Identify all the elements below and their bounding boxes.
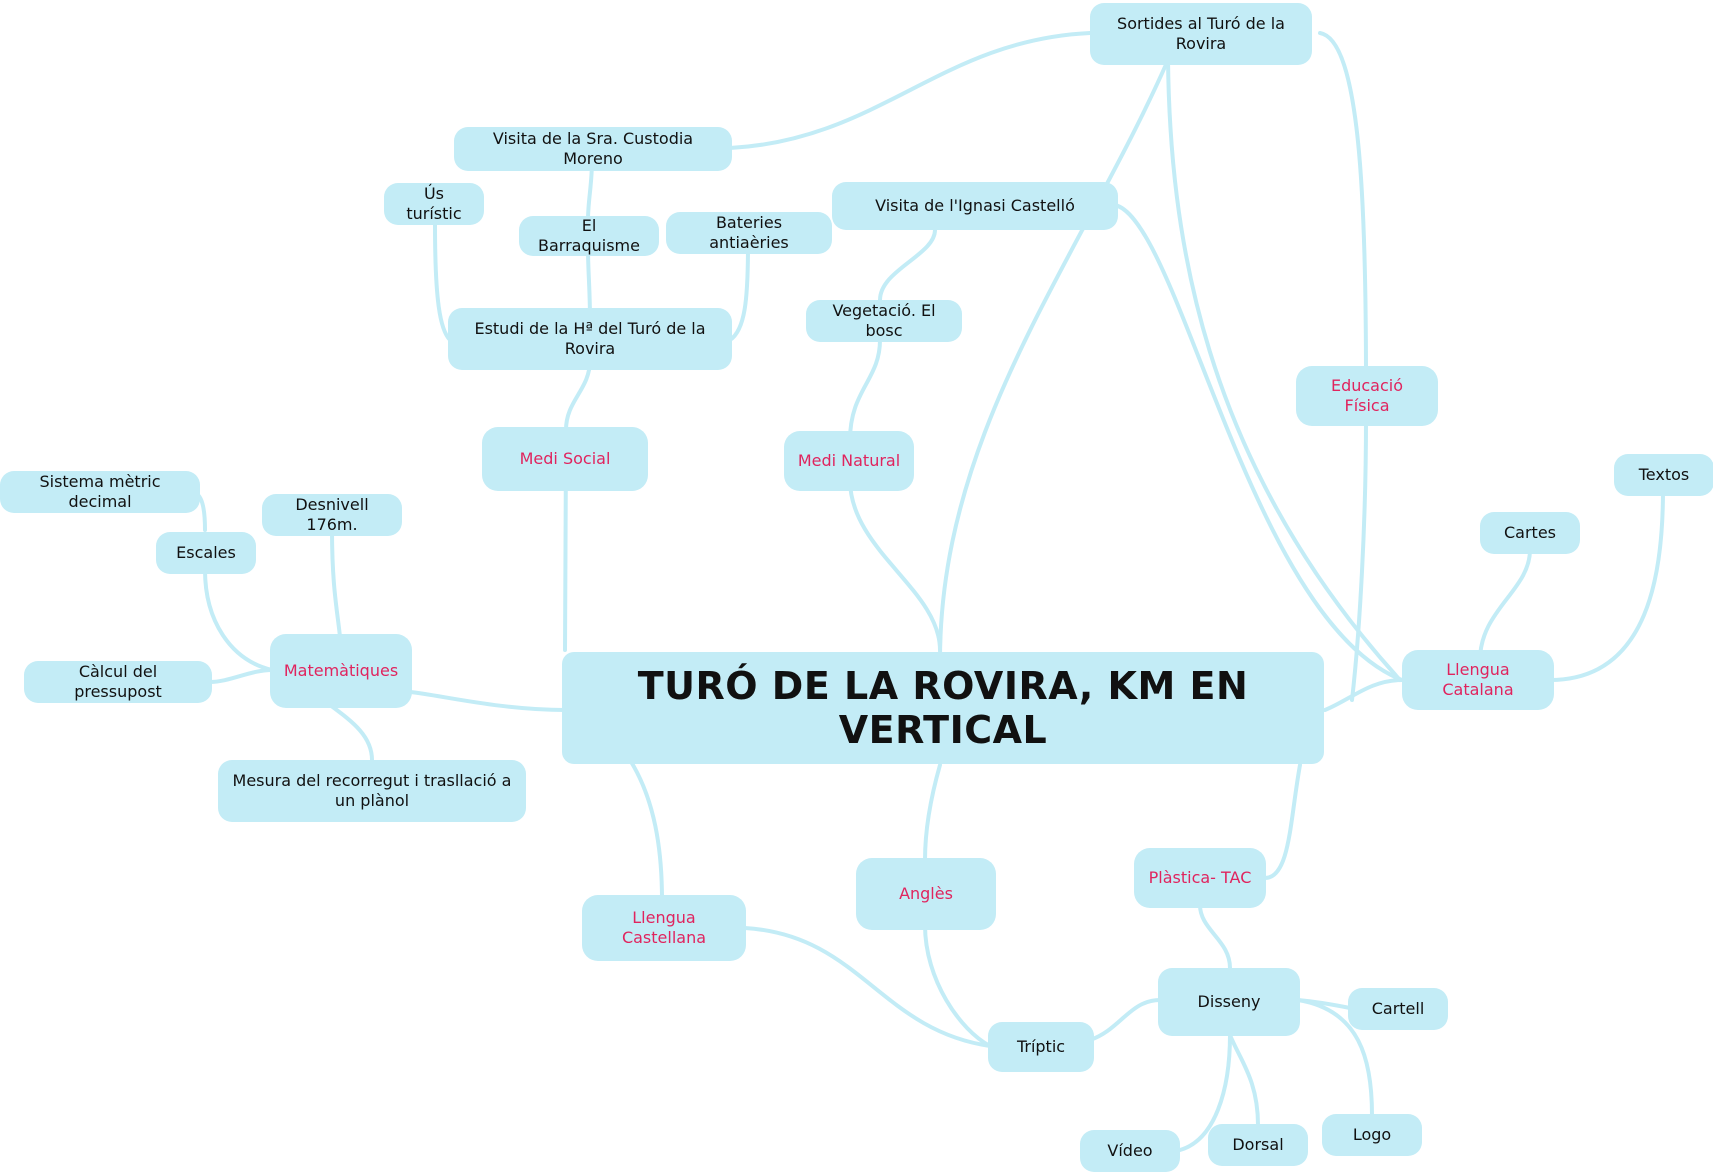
link-matematiques-pressupost: [208, 668, 274, 684]
link-angles-triptic: [923, 923, 992, 1048]
link-central-angles: [923, 763, 942, 862]
topic-label: Visita de l'Ignasi Castelló: [875, 196, 1075, 215]
subject-matematiques[interactable]: Matemàtiques: [270, 634, 412, 708]
topic-label: Desnivell 176m.: [295, 495, 369, 534]
topic-label: Textos: [1638, 465, 1690, 484]
link-plastica-disseny: [1198, 903, 1232, 970]
link-catalana-textos: [1548, 488, 1665, 682]
topic-label: Disseny: [1197, 992, 1261, 1011]
link-estudi-us-turistic: [433, 223, 452, 342]
link-medi-natural-vegetacio: [848, 338, 882, 442]
topic-label: Escales: [176, 543, 236, 562]
subject-educacio-fisica[interactable]: Educació Física: [1296, 366, 1438, 426]
topic-label: Cartes: [1503, 523, 1556, 542]
link-estudi-bateries: [728, 243, 750, 342]
link-medi-social-estudi: [564, 358, 592, 432]
link-disseny-video: [1178, 1033, 1232, 1152]
topic-label: Sortides al Turó de la Rovira: [1117, 14, 1285, 53]
link-central-plastica: [1263, 763, 1302, 880]
topic-cartell[interactable]: Cartell: [1348, 988, 1448, 1030]
topic-visita-custodia[interactable]: Visita de la Sra. Custodia Moreno: [454, 127, 732, 171]
link-edfisica-catalana: [1350, 418, 1368, 702]
topic-desnivell[interactable]: Desnivell 176m.: [262, 494, 402, 536]
subject-label: Plàstica- TAC: [1148, 868, 1252, 887]
topic-sortides[interactable]: Sortides al Turó de la Rovira: [1090, 3, 1312, 65]
subject-llengua-castellana[interactable]: Llengua Castellana: [582, 895, 746, 961]
link-matematiques-escales: [203, 568, 274, 672]
topic-sistema-metric[interactable]: Sistema mètric decimal: [0, 471, 200, 513]
subject-label: Anglès: [899, 884, 953, 903]
subject-label: Medi Natural: [797, 451, 901, 470]
link-castellana-triptic: [743, 926, 992, 1048]
topic-label: Bateries antiaèries: [709, 213, 789, 252]
subject-medi-social[interactable]: Medi Social: [482, 427, 648, 491]
subject-label: Llengua Catalana: [1442, 660, 1514, 699]
topic-triptic[interactable]: Tríptic: [988, 1022, 1094, 1072]
topic-disseny[interactable]: Disseny: [1158, 968, 1300, 1036]
link-disseny-dorsal: [1228, 1033, 1260, 1127]
topic-cartes[interactable]: Cartes: [1480, 512, 1580, 554]
topic-bateries[interactable]: Bateries antiaèries: [666, 212, 832, 254]
subject-label: Medi Social: [519, 449, 611, 468]
link-central-medi-natural: [848, 478, 942, 652]
subject-label: Llengua Castellana: [621, 908, 707, 947]
topic-label: Vegetació. El bosc: [832, 301, 936, 340]
topic-dorsal[interactable]: Dorsal: [1208, 1124, 1308, 1166]
subject-llengua-catalana[interactable]: Llengua Catalana: [1402, 650, 1554, 710]
topic-label: Mesura del recorregut i trasllació a un …: [232, 771, 512, 810]
subject-medi-natural[interactable]: Medi Natural: [784, 431, 914, 491]
topic-us-turistic[interactable]: Ús turístic: [384, 183, 484, 225]
subject-angles[interactable]: Anglès: [856, 858, 996, 930]
topic-label: Dorsal: [1232, 1135, 1284, 1154]
subject-label: Educació Física: [1330, 376, 1404, 415]
link-central-sortides: [938, 58, 1170, 662]
topic-textos[interactable]: Textos: [1614, 454, 1713, 496]
topic-barraquisme[interactable]: El Barraquisme: [519, 216, 659, 256]
link-vegetacio-ignasi: [878, 228, 937, 302]
topic-logo[interactable]: Logo: [1322, 1114, 1422, 1156]
topic-label: Estudi de la Hª del Turó de la Rovira: [474, 319, 706, 358]
topic-label: El Barraquisme: [538, 216, 640, 255]
topic-pressupost[interactable]: Càlcul del pressupost: [24, 661, 212, 703]
link-sortides-catalana: [1166, 58, 1402, 682]
topic-escales[interactable]: Escales: [156, 532, 256, 574]
topic-label: Ús turístic: [406, 184, 462, 223]
link-disseny-logo: [1296, 998, 1374, 1117]
topic-estudi-historia[interactable]: Estudi de la Hª del Turó de la Rovira: [448, 308, 732, 370]
link-central-catalana: [1323, 678, 1404, 712]
link-central-castellana: [628, 758, 664, 902]
topic-label: Càlcul del pressupost: [74, 662, 162, 701]
topic-visita-ignasi[interactable]: Visita de l'Ignasi Castelló: [832, 182, 1118, 230]
central-topic-label: TURÓ DE LA ROVIRA, KM EN VERTICAL: [637, 664, 1249, 752]
topic-label: Logo: [1352, 1125, 1392, 1144]
topic-vegetacio[interactable]: Vegetació. El bosc: [806, 300, 962, 342]
link-custodia-sortides: [728, 31, 1092, 150]
subject-plastica-tac[interactable]: Plàstica- TAC: [1134, 848, 1266, 908]
subject-label: Matemàtiques: [283, 661, 399, 680]
link-central-matematiques: [408, 690, 567, 712]
link-triptic-disseny: [1088, 998, 1162, 1042]
link-matematiques-mesura: [328, 703, 374, 762]
topic-label: Visita de la Sra. Custodia Moreno: [492, 129, 694, 168]
topic-mesura[interactable]: Mesura del recorregut i trasllació a un …: [218, 760, 526, 822]
topic-label: Vídeo: [1107, 1141, 1153, 1160]
topic-label: Cartell: [1371, 999, 1425, 1018]
central-topic[interactable]: TURÓ DE LA ROVIRA, KM EN VERTICAL: [562, 652, 1324, 764]
topic-video[interactable]: Vídeo: [1080, 1130, 1180, 1172]
topic-label: Tríptic: [1016, 1037, 1066, 1056]
link-catalana-cartes: [1478, 548, 1532, 662]
link-ignasi-catalana: [1113, 203, 1404, 682]
topic-label: Sistema mètric decimal: [39, 472, 161, 511]
link-sortides-edfisica: [1318, 31, 1368, 382]
